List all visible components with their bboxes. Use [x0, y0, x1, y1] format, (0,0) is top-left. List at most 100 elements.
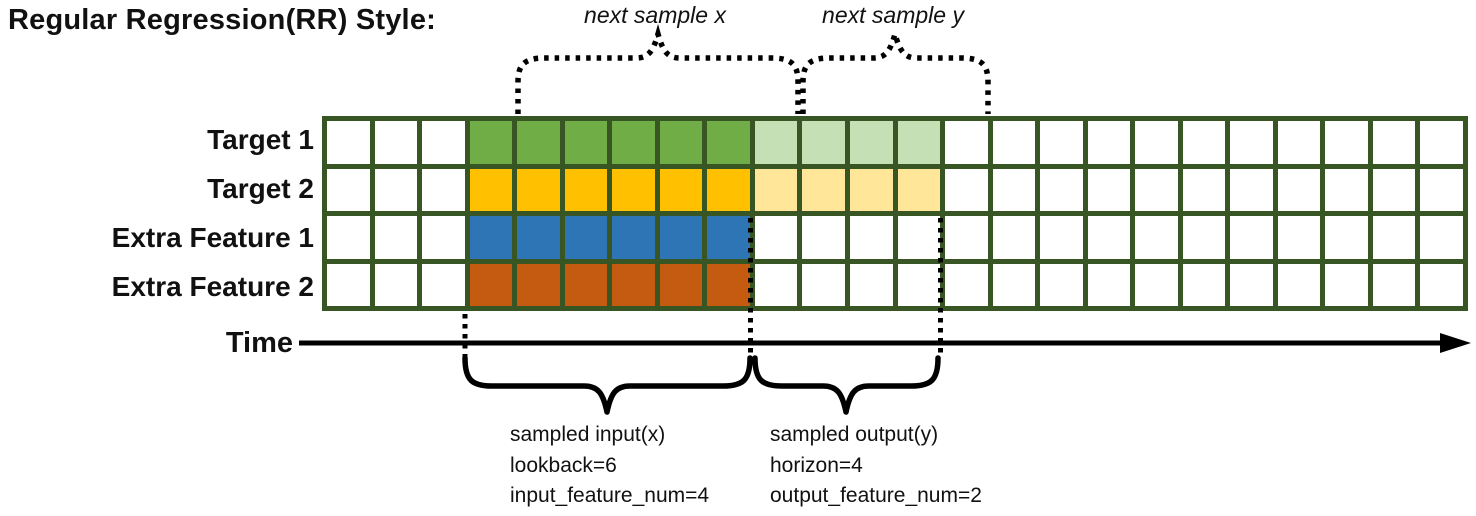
grid-cell	[1182, 168, 1226, 211]
grid-cell	[945, 216, 988, 259]
grid-cell	[1230, 263, 1273, 306]
grid-cell	[1135, 216, 1178, 259]
grid-cell	[945, 263, 988, 306]
time-axis-arrowhead	[1440, 333, 1471, 353]
grid-cell	[1040, 121, 1083, 164]
grid-cell	[564, 263, 608, 306]
grid-cell	[564, 168, 608, 211]
grid-cell	[849, 121, 893, 164]
sampled-output-annotation: sampled output(y) horizon=4 output_featu…	[770, 420, 1100, 512]
grid-cell	[1182, 216, 1226, 259]
horizon-value: horizon=4	[770, 453, 863, 477]
grid-cell	[1277, 121, 1321, 164]
grid-cell	[374, 168, 418, 211]
next-sample-y-label: next sample y	[822, 2, 964, 28]
grid-cell	[422, 263, 465, 306]
grid-cell	[897, 263, 941, 306]
grid-cell	[945, 168, 988, 211]
grid-cell	[1087, 216, 1131, 259]
grid-cell	[945, 121, 988, 164]
grid-cell	[469, 121, 513, 164]
grid-cell	[374, 263, 418, 306]
grid-cell	[327, 216, 370, 259]
grid-cell	[1372, 121, 1416, 164]
grid-cell	[1087, 168, 1131, 211]
grid-cell	[754, 168, 798, 211]
sampled-input-underbrace	[462, 355, 753, 415]
grid-cell	[374, 121, 418, 164]
grid-cell	[1182, 263, 1226, 306]
grid-cell	[517, 263, 560, 306]
grid-cell	[1087, 121, 1131, 164]
grid-cell	[659, 168, 703, 211]
grid-cell	[707, 263, 750, 306]
grid-cell	[707, 216, 750, 259]
grid-cell	[707, 168, 750, 211]
grid-cell	[897, 216, 941, 259]
row-label: Target 2	[207, 173, 314, 205]
grid-cell	[707, 121, 750, 164]
grid-cell	[659, 216, 703, 259]
grid-cell	[327, 168, 370, 211]
grid-cell	[1372, 263, 1416, 306]
grid-cell	[802, 263, 845, 306]
grid-cell	[1277, 168, 1321, 211]
grid-cell	[897, 168, 941, 211]
grid-cell	[1325, 168, 1368, 211]
grid-cell	[374, 216, 418, 259]
grid-cell	[1420, 168, 1463, 211]
grid-cell	[1230, 121, 1273, 164]
grid-cell	[1277, 263, 1321, 306]
sampled-input-annotation: sampled input(x) lookback=6 input_featur…	[510, 420, 840, 512]
grid-cell	[1135, 168, 1178, 211]
row-label: Extra Feature 2	[111, 270, 314, 302]
sampled-output-title: sampled output(y)	[770, 423, 939, 446]
next-sample-x-label: next sample x	[584, 2, 726, 28]
grid-cell	[849, 216, 893, 259]
grid-cell	[612, 121, 655, 164]
row-label: Extra Feature 1	[111, 221, 314, 253]
grid-cell	[1420, 263, 1463, 306]
grid-cell	[849, 168, 893, 211]
grid-cell	[612, 168, 655, 211]
row-label: Target 1	[207, 124, 314, 156]
output-feature-num-value: output_feature_num=2	[770, 484, 982, 507]
grid-cell	[517, 121, 560, 164]
grid-cell	[422, 121, 465, 164]
diagram-title: Regular Regression(RR) Style:	[8, 4, 436, 36]
next-sample-y-brace	[800, 23, 991, 114]
grid-cell	[754, 121, 798, 164]
grid-cell	[1325, 121, 1368, 164]
grid-cell	[1040, 263, 1083, 306]
grid-cell	[1325, 263, 1368, 306]
grid-cell	[1182, 121, 1226, 164]
grid-cell	[802, 121, 845, 164]
grid-cell	[612, 263, 655, 306]
time-axis-label: Time	[225, 327, 293, 359]
grid-cell	[469, 263, 513, 306]
grid-cell	[1372, 168, 1416, 211]
grid-cell	[849, 263, 893, 306]
grid-cell	[1420, 216, 1463, 259]
grid-cell	[1040, 216, 1083, 259]
grid-cell	[754, 263, 798, 306]
grid-cell	[1135, 121, 1178, 164]
grid-cell	[1277, 216, 1321, 259]
grid-cell	[754, 216, 798, 259]
sampled-input-title: sampled input(x)	[510, 423, 666, 446]
grid-cell	[1230, 168, 1273, 211]
grid-cell	[612, 216, 655, 259]
grid-cell	[1135, 263, 1178, 306]
grid-cell	[517, 168, 560, 211]
grid-cell	[327, 121, 370, 164]
grid-cell	[1230, 216, 1273, 259]
grid-cell	[469, 216, 513, 259]
sampled-output-underbrace	[752, 355, 941, 415]
input-feature-num-value: input_feature_num=4	[510, 484, 710, 507]
grid-cell	[1087, 263, 1131, 306]
grid-cell	[327, 263, 370, 306]
grid-cell	[422, 216, 465, 259]
grid-cell	[992, 168, 1036, 211]
next-sample-x-brace	[515, 23, 801, 114]
